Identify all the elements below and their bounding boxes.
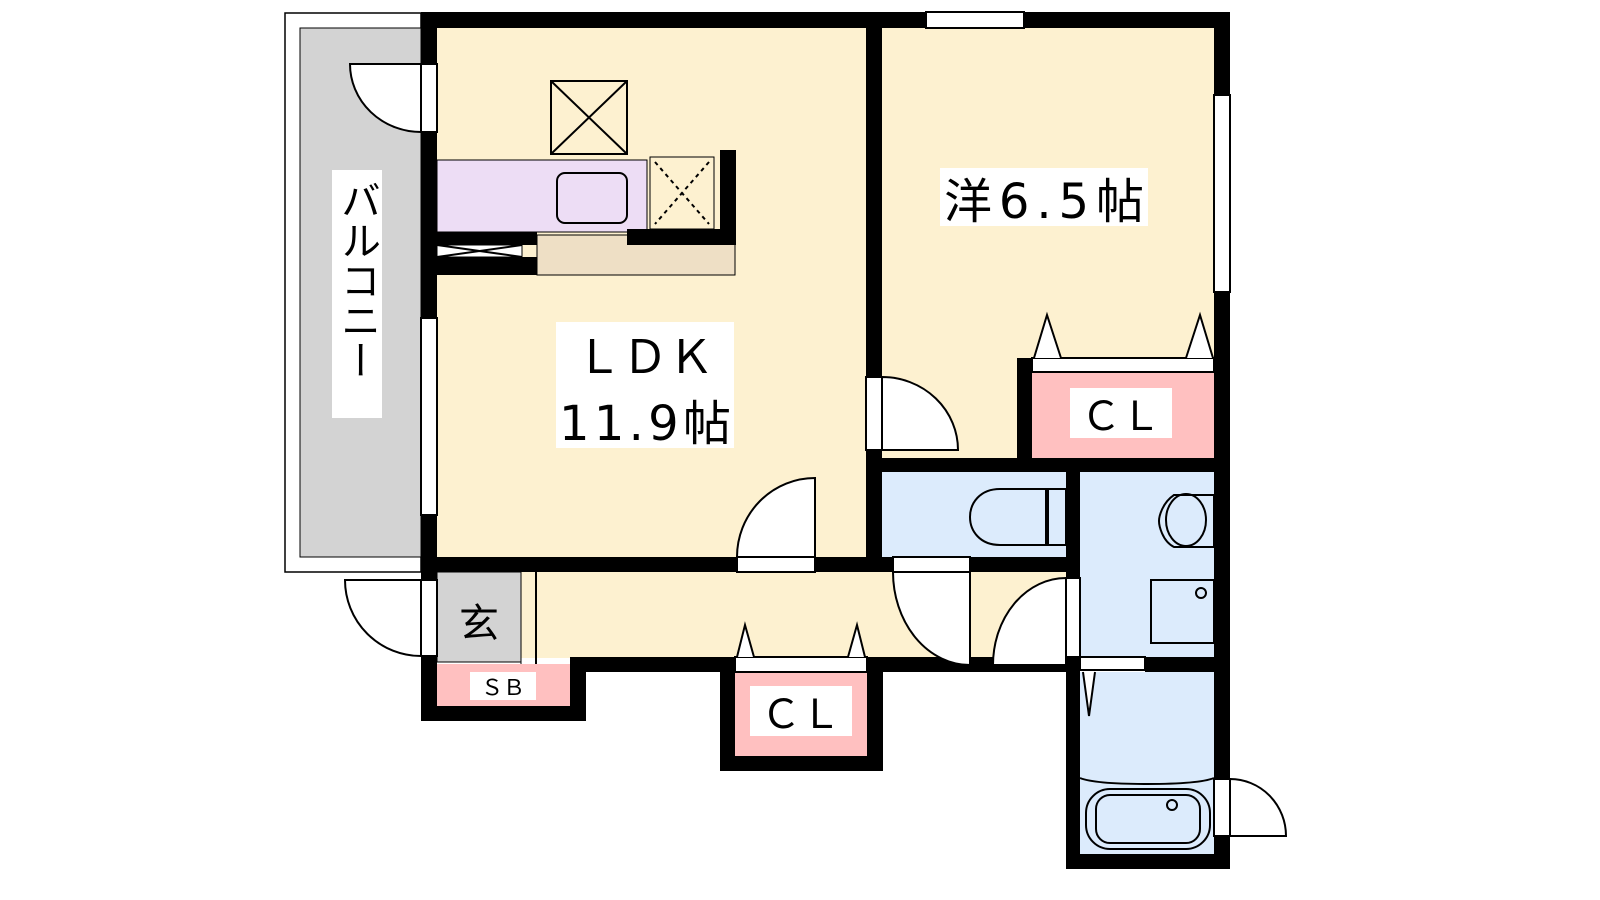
toilet-floor xyxy=(882,472,1067,558)
toilet-icon xyxy=(968,488,1047,546)
shoe-box-label: ＳＢ xyxy=(481,676,525,701)
window xyxy=(925,11,1025,29)
kitchen-counter xyxy=(436,159,648,233)
bath-drain-icon xyxy=(1166,799,1178,811)
toilet-door[interactable] xyxy=(891,571,971,667)
door-frame xyxy=(736,556,816,573)
balcony-door[interactable] xyxy=(348,63,422,134)
window xyxy=(420,317,438,516)
bathroom-floor xyxy=(1080,672,1214,855)
vent-cross xyxy=(436,244,523,258)
balcony-label: バルコニー xyxy=(334,180,380,380)
closet-hall-label: ＣＬ xyxy=(761,692,841,738)
entrance-door[interactable] xyxy=(343,579,422,658)
ldk-door[interactable] xyxy=(735,476,816,558)
closet-bedroom-door[interactable] xyxy=(1031,357,1215,373)
fridge-cross xyxy=(550,80,628,155)
door-frame xyxy=(1065,577,1081,658)
cl-label-bg xyxy=(750,686,852,736)
washroom-door[interactable] xyxy=(991,576,1067,666)
western-room-label: 洋6.5帖 xyxy=(944,174,1144,230)
closet-hall-door[interactable] xyxy=(734,656,868,673)
sink-icon xyxy=(556,172,628,224)
bathtub-icon xyxy=(1085,788,1211,850)
entrance-label: 玄 xyxy=(459,601,499,647)
stove-cross xyxy=(654,161,710,225)
bathtub-inner xyxy=(1095,794,1201,844)
door-frame xyxy=(420,63,438,133)
cl-label-bg xyxy=(1070,388,1172,438)
door-frame xyxy=(892,556,971,573)
ldk-floor xyxy=(437,28,867,558)
window xyxy=(1213,94,1231,293)
fridge-space xyxy=(550,80,628,155)
drain-icon xyxy=(1195,587,1207,599)
bath-window-door[interactable] xyxy=(1229,777,1288,837)
entrance-floor xyxy=(436,571,522,663)
western-label-bg xyxy=(940,168,1148,226)
door-frame xyxy=(1213,778,1231,837)
bathroom-door[interactable] xyxy=(1079,656,1146,671)
ldk-label: ＬＤＫ xyxy=(576,330,714,384)
walls xyxy=(421,12,1230,869)
western-room-door[interactable] xyxy=(881,375,960,451)
washroom-floor xyxy=(1080,472,1214,658)
door-frame xyxy=(865,376,883,451)
closet-bedroom-label: ＣＬ xyxy=(1081,394,1161,440)
door-frame xyxy=(420,579,438,657)
folding-door-mark xyxy=(1082,671,1096,717)
sb-label-bg xyxy=(470,672,536,700)
balcony-label-bg xyxy=(332,170,382,418)
wash-basin-icon xyxy=(1157,494,1215,548)
folding-door-mark xyxy=(736,621,866,658)
bath-edge xyxy=(1079,777,1215,786)
hallway-floor xyxy=(437,572,1067,658)
ldk-label-bg xyxy=(556,322,734,448)
folding-door-mark xyxy=(1033,311,1214,359)
basin-bowl xyxy=(1165,493,1207,547)
